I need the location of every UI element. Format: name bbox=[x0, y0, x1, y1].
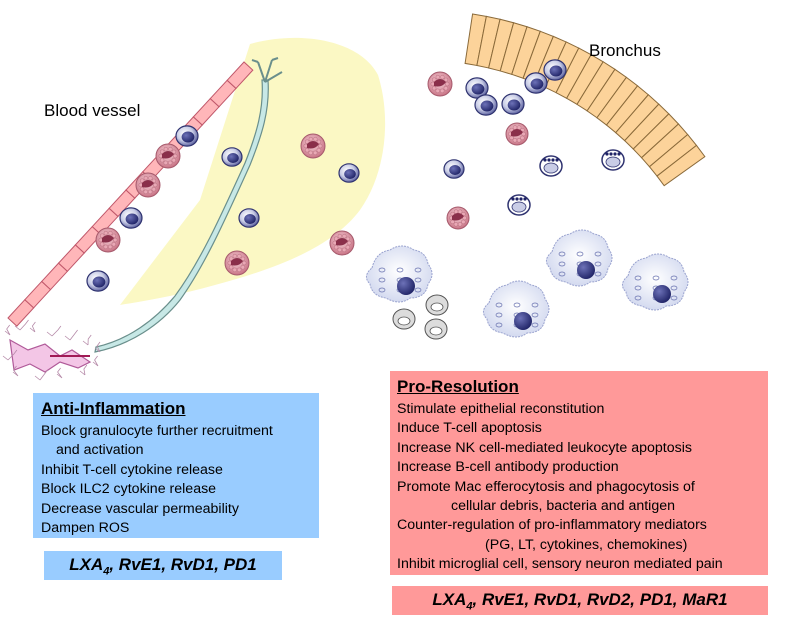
granulocyte bbox=[505, 122, 529, 146]
list-item-text: Stimulate epithelial reconstitution bbox=[397, 401, 605, 417]
list-item: Increase NK cell-mediated leukocyte apop… bbox=[397, 439, 760, 458]
list-item-text: Block granulocyte further recruitment bbox=[41, 423, 273, 439]
granulocyte bbox=[329, 230, 355, 256]
lymphocyte bbox=[175, 125, 199, 147]
dendrite bbox=[34, 369, 48, 381]
b-cell bbox=[392, 308, 416, 330]
anti-inflammation-title: Anti-Inflammation bbox=[41, 399, 186, 418]
dendrite bbox=[29, 321, 36, 333]
lymphocyte bbox=[443, 159, 465, 179]
b-cell bbox=[424, 318, 448, 340]
list-item: Inhibit T-cell cytokine release bbox=[41, 461, 311, 480]
dendrite bbox=[94, 341, 101, 353]
list-item-text: Increase B-cell antibody production bbox=[397, 459, 619, 476]
pro-resolution-box: Pro-Resolution Stimulate epithelial reco… bbox=[390, 371, 768, 575]
lymphocyte bbox=[474, 94, 498, 116]
vessel-segment bbox=[226, 61, 254, 90]
list-item-text: Decrease vascular permeability bbox=[41, 500, 239, 517]
anti-inflammation-list: Block granulocyte further recruitment and… bbox=[41, 422, 311, 538]
pro-resolution-mediators: LXA4, RvE1, RvD1, RvD2, PD1, MaR1 bbox=[392, 586, 768, 615]
list-item: Dampen ROS bbox=[41, 519, 311, 538]
lymphocyte bbox=[501, 93, 525, 115]
list-item-continuation: cellular debris, bacteria and antigen bbox=[451, 498, 675, 515]
lymphocyte bbox=[543, 59, 567, 81]
list-item: Inhibit microglial cell, sensory neuron … bbox=[397, 555, 760, 574]
mediator-list: , RvE1, RvD1, PD1 bbox=[109, 555, 257, 574]
dendrite bbox=[46, 325, 62, 337]
list-item: Promote Mac efferocytosis and phagocytos… bbox=[397, 478, 760, 517]
list-item-continuation: (PG, LT, cytokines, chemokines) bbox=[485, 536, 688, 553]
lymphocyte bbox=[524, 72, 548, 94]
dendrite bbox=[82, 334, 92, 346]
bronchus-epithelial-cell bbox=[656, 144, 706, 187]
activated-lymphocyte bbox=[601, 149, 625, 171]
list-item-text: Inhibit T-cell cytokine release bbox=[41, 461, 223, 478]
dendrite bbox=[2, 349, 18, 361]
list-item: Block ILC2 cytokine release bbox=[41, 480, 311, 499]
anti-inflammation-box: Anti-Inflammation Block granulocyte furt… bbox=[33, 393, 319, 538]
mediator-lxa: LXA bbox=[69, 555, 104, 574]
list-item-text: Increase NK cell-mediated leukocyte apop… bbox=[397, 439, 692, 456]
list-item: Stimulate epithelial reconstitution bbox=[397, 400, 760, 419]
dendrite bbox=[56, 367, 63, 379]
granulocyte bbox=[95, 227, 121, 253]
bronchus-wall bbox=[464, 13, 706, 187]
granulocyte bbox=[135, 172, 161, 198]
granulocyte bbox=[300, 133, 326, 159]
list-item-text: Counter-regulation of pro-inflammatory m… bbox=[397, 517, 707, 534]
sensory-neuron bbox=[2, 319, 101, 381]
macrophage bbox=[622, 253, 689, 311]
list-item-text: Promote Mac efferocytosis and phagocytos… bbox=[397, 478, 695, 495]
list-item-text: Inhibit microglial cell, sensory neuron … bbox=[397, 556, 723, 573]
b-cell bbox=[425, 294, 449, 316]
dendrite bbox=[12, 365, 19, 377]
list-item-text: Block ILC2 cytokine release bbox=[41, 481, 217, 498]
list-item: Counter-regulation of pro-inflammatory m… bbox=[397, 516, 760, 555]
dendrite bbox=[64, 329, 78, 341]
nerve-fiber bbox=[94, 79, 269, 353]
list-item-continuation: and activation bbox=[56, 442, 144, 459]
granulocyte bbox=[427, 71, 453, 97]
mediator-list: , RvE1, RvD1, RvD2, PD1, MaR1 bbox=[472, 590, 728, 609]
list-item: Block granulocyte further recruitment and… bbox=[41, 422, 311, 461]
lymphocyte bbox=[221, 147, 243, 167]
lymphocyte bbox=[86, 270, 110, 292]
granulocyte bbox=[224, 250, 250, 276]
list-item: Increase B-cell antibody production bbox=[397, 458, 760, 477]
bronchus-label: Bronchus bbox=[589, 41, 661, 60]
mediator-lxa-subscript: 4 bbox=[466, 600, 473, 613]
lymphocyte bbox=[119, 207, 143, 229]
list-item-text: Dampen ROS bbox=[41, 520, 130, 537]
anti-inflammation-mediators: LXA4, RvE1, RvD1, PD1 bbox=[44, 551, 282, 580]
list-item-text: Induce T-cell apoptosis bbox=[397, 420, 542, 437]
activated-lymphocyte bbox=[507, 194, 531, 216]
interstitial-tissue bbox=[120, 37, 386, 305]
lymphocyte bbox=[238, 208, 260, 228]
macrophage bbox=[366, 245, 433, 303]
immune-cells bbox=[86, 59, 689, 340]
lymphocyte bbox=[338, 163, 360, 183]
mediator-lxa: LXA bbox=[432, 590, 467, 609]
dendrite bbox=[14, 319, 29, 331]
blood-vessel-wall bbox=[7, 61, 254, 327]
list-item: Induce T-cell apoptosis bbox=[397, 419, 760, 438]
granulocyte bbox=[155, 143, 181, 169]
macrophage bbox=[483, 280, 550, 338]
macrophage bbox=[546, 229, 613, 287]
activated-lymphocyte bbox=[539, 155, 563, 177]
nerve-ending bbox=[251, 57, 283, 83]
mediator-lxa-subscript: 4 bbox=[103, 565, 110, 578]
dendrite bbox=[4, 324, 11, 336]
granulocyte bbox=[446, 206, 470, 230]
dendrite bbox=[79, 364, 88, 376]
lymphocyte bbox=[465, 77, 489, 99]
pro-resolution-title: Pro-Resolution bbox=[397, 377, 519, 396]
list-item: Decrease vascular permeability bbox=[41, 500, 311, 519]
blood-vessel-label: Blood vessel bbox=[44, 101, 141, 120]
dendrite bbox=[92, 355, 99, 367]
